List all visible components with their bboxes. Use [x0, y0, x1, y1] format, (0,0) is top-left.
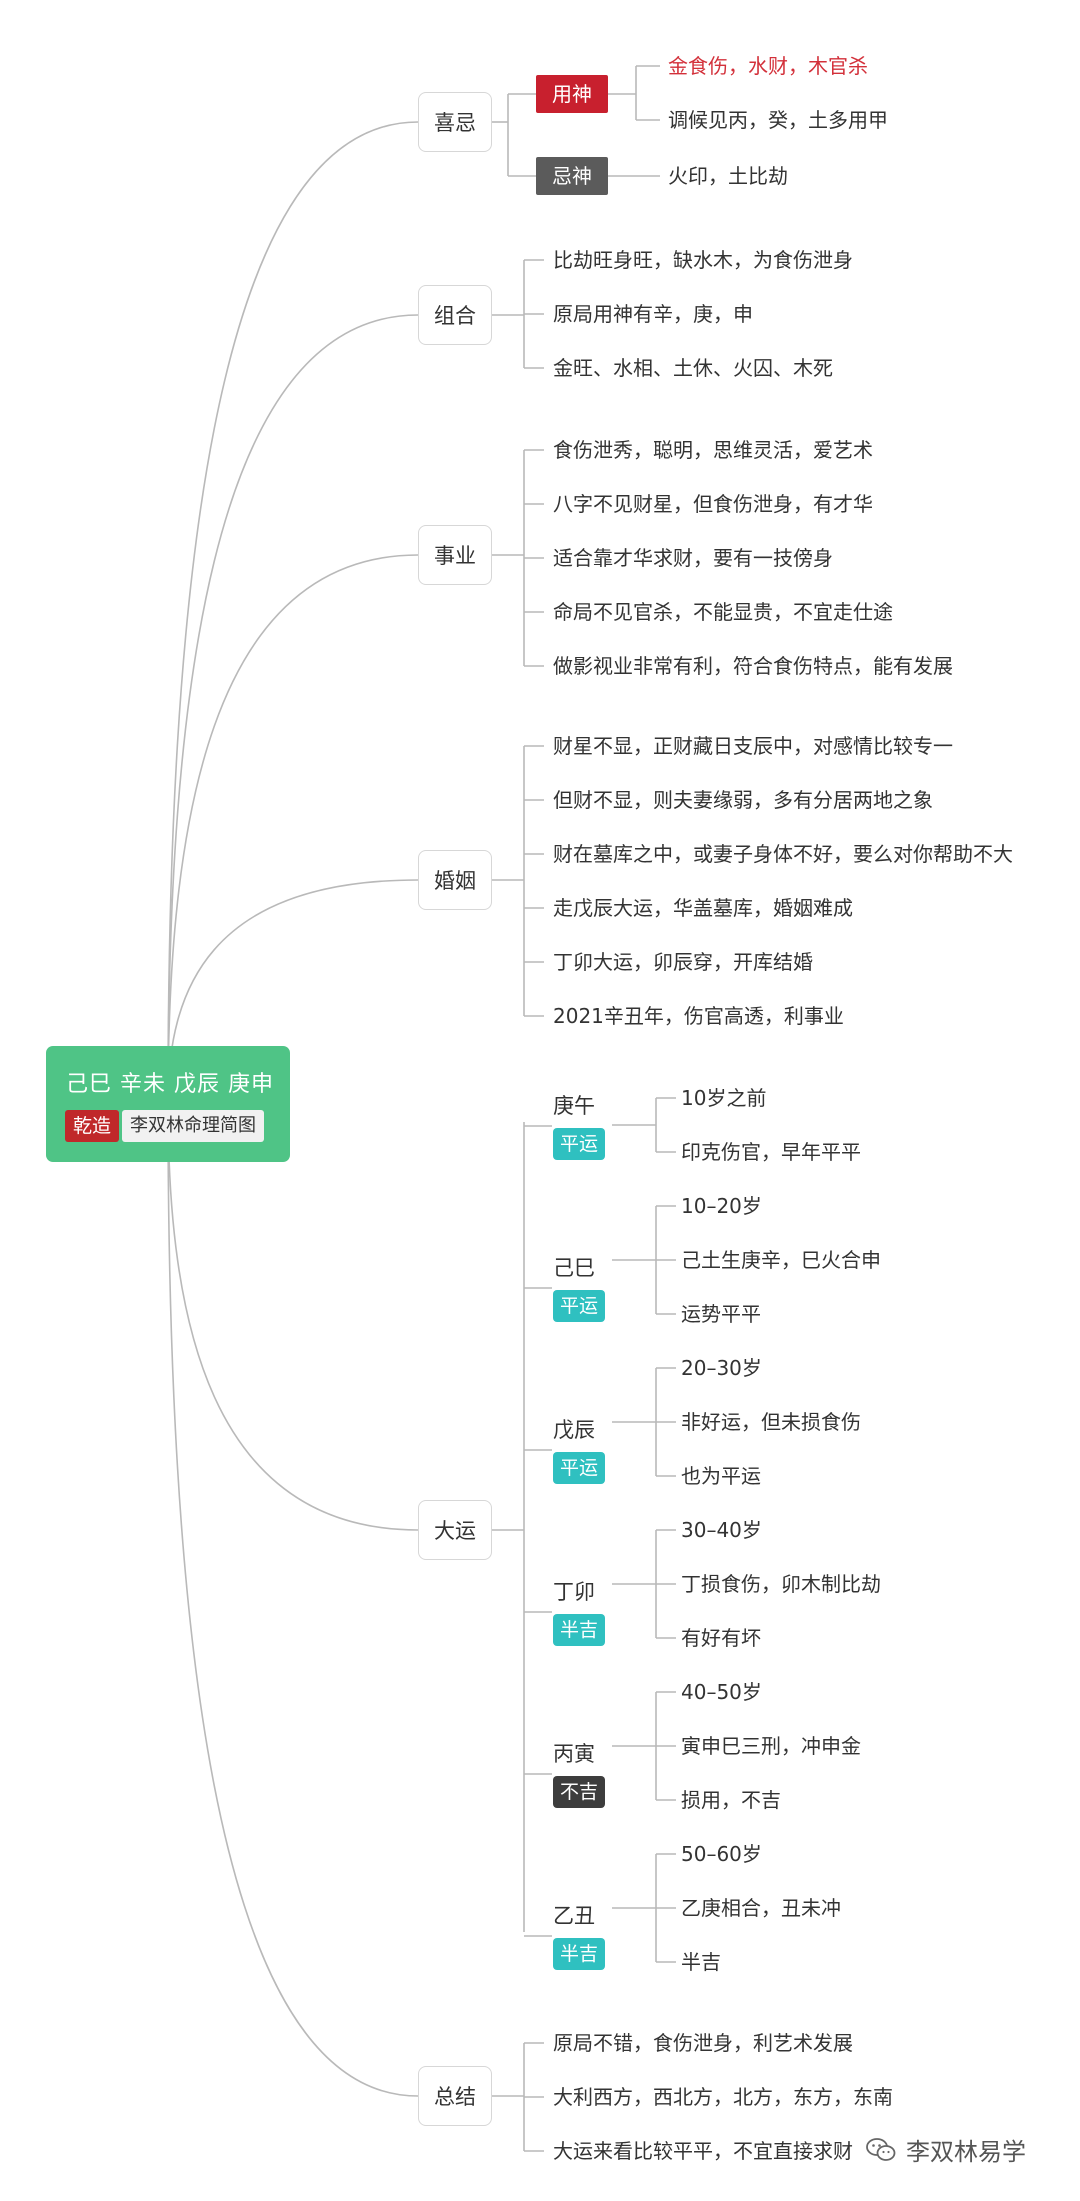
- period-name[interactable]: 庚午: [553, 1094, 595, 1118]
- period-item: 有好有坏: [681, 1626, 761, 1650]
- period-item: 也为平运: [681, 1464, 761, 1488]
- section-shiye[interactable]: 事业: [418, 525, 492, 585]
- period-item: 己土生庚辛，巳火合申: [681, 1248, 881, 1272]
- root-curve-zongjie: [167, 1102, 419, 2097]
- root-curve-xiji: [167, 121, 419, 1104]
- period-item: 40–50岁: [681, 1680, 762, 1704]
- period-badge: 半吉: [553, 1614, 605, 1646]
- shiye-item: 命局不见官杀，不能显贵，不宜走仕途: [553, 600, 893, 624]
- period-item: 半吉: [681, 1950, 721, 1974]
- period-item: 20–30岁: [681, 1356, 762, 1380]
- section-zongjie[interactable]: 总结: [418, 2066, 492, 2126]
- period-badge: 平运: [553, 1128, 605, 1160]
- period-item: 乙庚相合，丑未冲: [681, 1896, 841, 1920]
- period-item: 30–40岁: [681, 1518, 762, 1542]
- hunyin-item: 财在墓库之中，或妻子身体不好，要么对你帮助不大: [553, 842, 1013, 866]
- period-item: 50–60岁: [681, 1842, 762, 1866]
- yongshen-tag[interactable]: 用神: [536, 75, 608, 113]
- period-name[interactable]: 丁卯: [553, 1580, 595, 1604]
- root-curve-zuhe: [167, 314, 419, 1104]
- shiye-item: 食伤泄秀，聪明，思维灵活，爱艺术: [553, 438, 873, 462]
- period-badge: 平运: [553, 1290, 605, 1322]
- hunyin-item: 但财不显，则夫妻缘弱，多有分居两地之象: [553, 788, 933, 812]
- period-item: 印克伤官，早年平平: [681, 1140, 861, 1164]
- section-hunyin[interactable]: 婚姻: [418, 850, 492, 910]
- section-dayun[interactable]: 大运: [418, 1500, 492, 1560]
- hunyin-item: 走戊辰大运，华盖墓库，婚姻难成: [553, 896, 853, 920]
- yongshen-item: 调候见丙，癸，土多用甲: [668, 108, 888, 132]
- root-node[interactable]: 己巳 辛未 戊辰 庚申 乾造 李双林命理简图: [46, 1046, 290, 1162]
- wechat-icon: [866, 2137, 896, 2161]
- root-curve-dayun: [167, 1102, 419, 1531]
- zongjie-item: 原局不错，食伤泄身，利艺术发展: [553, 2031, 853, 2055]
- section-zuhe[interactable]: 组合: [418, 285, 492, 345]
- period-item: 10–20岁: [681, 1194, 762, 1218]
- period-badge: 半吉: [553, 1938, 605, 1970]
- hunyin-item: 财星不显，正财藏日支辰中，对感情比较专一: [553, 734, 953, 758]
- period-item: 丁损食伤，卯木制比劫: [681, 1572, 881, 1596]
- shiye-item: 适合靠才华求财，要有一技傍身: [553, 546, 833, 570]
- zongjie-item: 大利西方，西北方，北方，东方，东南: [553, 2085, 893, 2109]
- shiye-item: 八字不见财星，但食伤泄身，有才华: [553, 492, 873, 516]
- period-item: 损用，不吉: [681, 1788, 781, 1812]
- shiye-item: 做影视业非常有利，符合食伤特点，能有发展: [553, 654, 953, 678]
- period-item: 10岁之前: [681, 1086, 767, 1110]
- jishen-tag[interactable]: 忌神: [536, 157, 608, 195]
- jishen-item: 火印，土比劫: [668, 164, 788, 188]
- watermark-text: 李双林易学: [906, 2138, 1026, 2166]
- period-badge: 不吉: [553, 1776, 605, 1808]
- zongjie-item: 大运来看比较平平，不宜直接求财: [553, 2139, 853, 2163]
- hunyin-item: 丁卯大运，卯辰穿，开库结婚: [553, 950, 813, 974]
- watermark: 李双林易学: [866, 2132, 1026, 2167]
- chart-name-tag: 李双林命理简图: [122, 1110, 264, 1142]
- yongshen-item: 金食伤，水财，木官杀: [668, 54, 868, 78]
- zuhe-item: 金旺、水相、土休、火囚、木死: [553, 356, 833, 380]
- gender-tag: 乾造: [65, 1110, 120, 1142]
- period-item: 寅申巳三刑，冲申金: [681, 1734, 861, 1758]
- zuhe-item: 原局用神有辛，庚，申: [553, 302, 753, 326]
- period-badge: 平运: [553, 1452, 605, 1484]
- period-name[interactable]: 戊辰: [553, 1418, 595, 1442]
- root-title: 己巳 辛未 戊辰 庚申: [66, 1072, 274, 1097]
- hunyin-item: 2021辛丑年，伤官高透，利事业: [553, 1004, 844, 1028]
- root-curve-shiye: [167, 554, 419, 1104]
- period-item: 非好运，但未损食伤: [681, 1410, 861, 1434]
- period-name[interactable]: 丙寅: [553, 1742, 595, 1766]
- period-name[interactable]: 己巳: [553, 1256, 595, 1280]
- period-name[interactable]: 乙丑: [553, 1904, 595, 1928]
- section-xiji[interactable]: 喜忌: [418, 92, 492, 152]
- zuhe-item: 比劫旺身旺，缺水木，为食伤泄身: [553, 248, 853, 272]
- period-item: 运势平平: [681, 1302, 761, 1326]
